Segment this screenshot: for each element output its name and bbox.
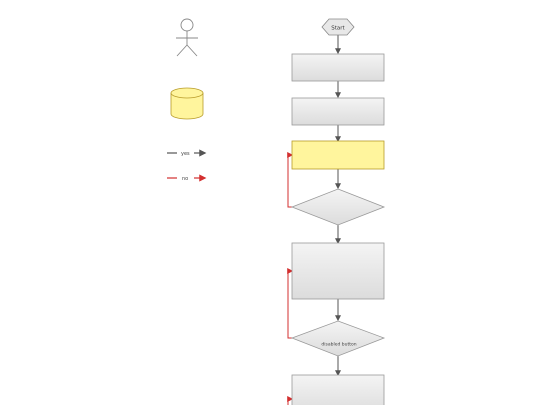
actor-icon: [176, 18, 198, 57]
process-step-5: [291, 374, 385, 405]
legend-yes-label: yes: [181, 151, 190, 157]
database-icon: [170, 87, 204, 120]
decision-1: [290, 188, 386, 226]
process-step-1: [291, 53, 385, 82]
start-node: Start: [321, 18, 355, 36]
process-step-4: [291, 242, 385, 300]
decision-2: disabled button: [290, 320, 386, 357]
process-step-3-highlighted: [291, 140, 385, 170]
no-loop-connectors: [287, 152, 294, 405]
legend-no-label: no: [182, 176, 188, 182]
legend: yes no: [167, 18, 207, 182]
start-label: Start: [331, 26, 345, 32]
legend-yes-arrow: yes: [167, 149, 207, 157]
process-step-2: [291, 97, 385, 126]
legend-no-arrow: no: [167, 174, 207, 182]
decision-2-disabled-button-text: disabled button: [321, 342, 356, 348]
